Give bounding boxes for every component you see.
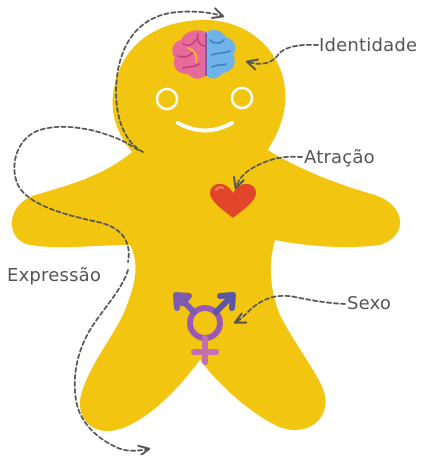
gingerbread-body	[12, 20, 400, 431]
label-sex: Sexo	[347, 294, 391, 314]
label-identity: Identidade	[319, 36, 417, 56]
label-attraction: Atração	[304, 148, 375, 168]
label-expression: Expressão	[7, 266, 101, 286]
